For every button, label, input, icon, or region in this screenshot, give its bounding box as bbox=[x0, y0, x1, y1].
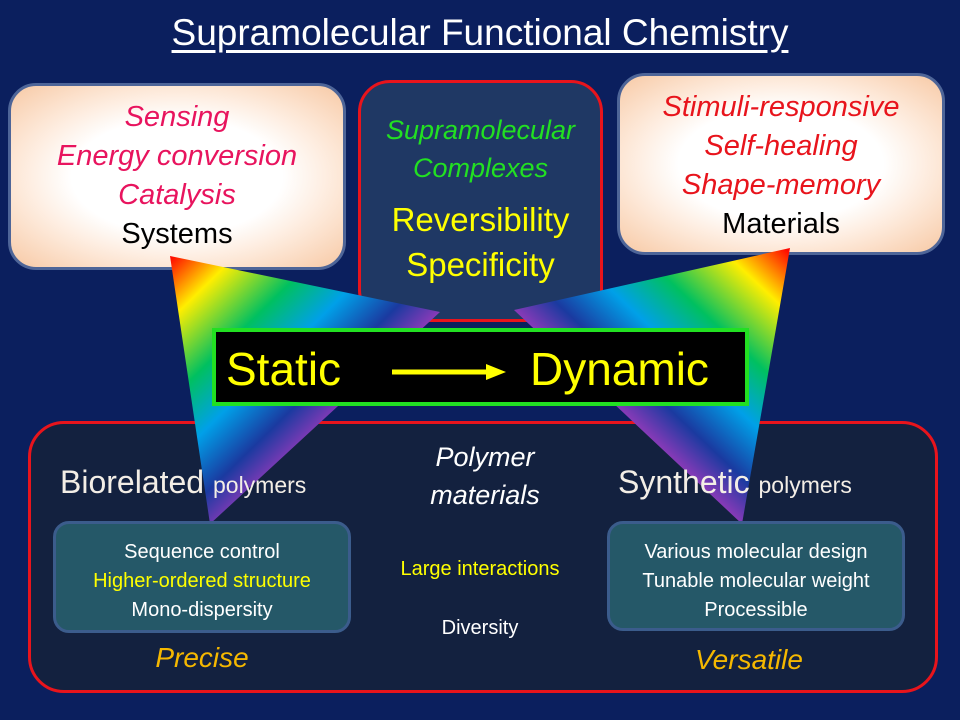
supramolecular-complexes-box: Supramolecular Complexes Reversibility S… bbox=[358, 80, 603, 322]
materials-item: Self-healing bbox=[704, 130, 858, 162]
systems-label: Systems bbox=[121, 218, 233, 250]
biorelated-features-box: Sequence control Higher-ordered structur… bbox=[53, 521, 351, 633]
versatile-tag: Versatile bbox=[695, 644, 803, 675]
synthetic-suffix: polymers bbox=[758, 472, 852, 498]
precise-tag: Precise bbox=[155, 642, 249, 673]
polymer-materials-title: Polymer materials bbox=[380, 438, 590, 514]
diversity: Diversity bbox=[441, 617, 519, 639]
feature-item: Sequence control bbox=[124, 541, 280, 563]
complexes-heading-1: Supramolecular bbox=[385, 115, 576, 145]
large-interactions: Large interactions bbox=[400, 558, 560, 580]
polymer-title-line: Polymer bbox=[435, 442, 535, 472]
polymer-title-line: materials bbox=[430, 480, 540, 510]
arrow-right-icon bbox=[392, 364, 506, 380]
systems-item: Energy conversion bbox=[56, 140, 298, 172]
biorelated-heading: Biorelated polymers bbox=[60, 464, 306, 501]
materials-item: Shape-memory bbox=[681, 169, 881, 201]
static-label: Static bbox=[226, 343, 342, 395]
materials-box: Stimuli-responsive Self-healing Shape-me… bbox=[617, 73, 945, 255]
biorelated-suffix: polymers bbox=[212, 472, 307, 498]
feature-specificity: Specificity bbox=[406, 246, 555, 283]
dynamic-label: Dynamic bbox=[530, 343, 709, 395]
slide-title: Supramolecular Functional Chemistry bbox=[171, 12, 789, 53]
feature-item: Various molecular design bbox=[644, 541, 868, 563]
materials-label: Materials bbox=[722, 208, 840, 240]
feature-item: Mono-dispersity bbox=[131, 599, 273, 621]
feature-item: Processible bbox=[704, 599, 808, 621]
biorelated-title: Biorelated bbox=[60, 464, 205, 500]
complexes-heading-2: Complexes bbox=[412, 153, 549, 183]
synthetic-features-box: Various molecular design Tunable molecul… bbox=[607, 521, 905, 631]
systems-item: Sensing bbox=[124, 101, 230, 133]
systems-box: Sensing Energy conversion Catalysis Syst… bbox=[8, 83, 346, 270]
feature-reversibility: Reversibility bbox=[391, 201, 570, 238]
materials-item: Stimuli-responsive bbox=[662, 91, 900, 123]
synthetic-title: Synthetic bbox=[618, 464, 750, 500]
systems-item: Catalysis bbox=[118, 179, 236, 211]
synthetic-heading: Synthetic polymers bbox=[618, 464, 852, 501]
static-dynamic-banner: Static Dynamic bbox=[212, 328, 749, 406]
feature-item: Higher-ordered structure bbox=[93, 570, 311, 592]
feature-item: Tunable molecular weight bbox=[642, 570, 870, 592]
